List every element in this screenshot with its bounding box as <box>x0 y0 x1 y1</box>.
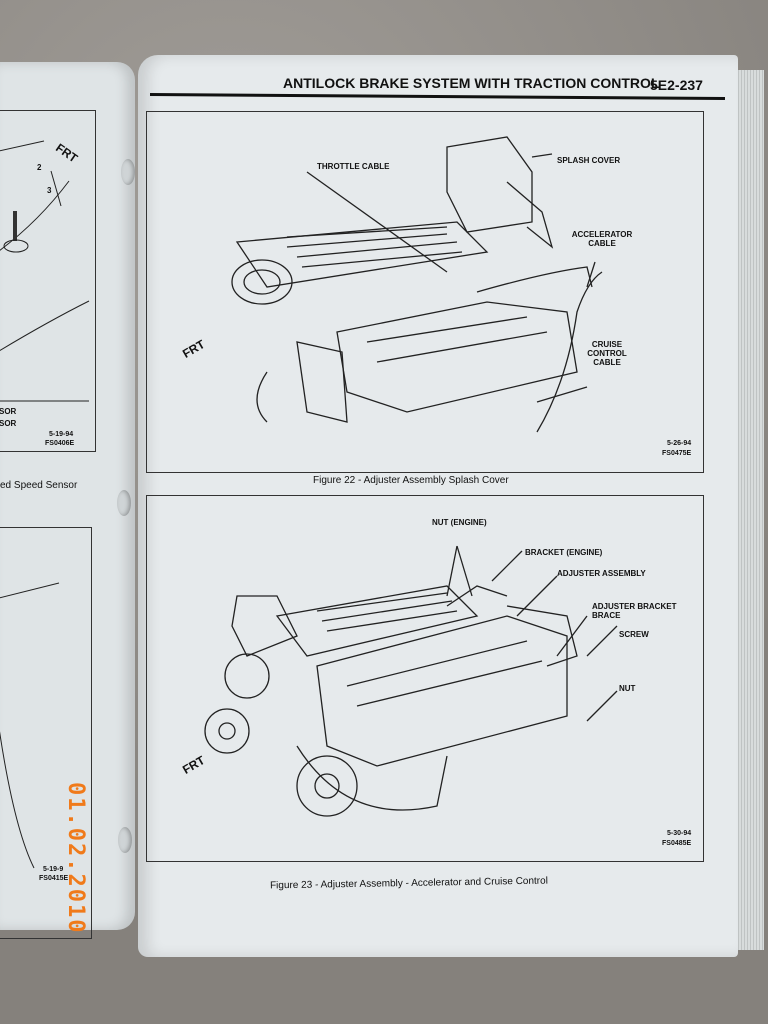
label-cruise-control-cable: CRUISE CONTROL CABLE <box>587 340 627 367</box>
left-caption: ed Speed Sensor <box>0 480 78 491</box>
left-page: 2 3 FRT SOR SOR 5-19-94 FS0406E ed Speed… <box>0 62 135 939</box>
figure-22-caption: Figure 22 - Adjuster Assembly Splash Cov… <box>313 475 509 486</box>
binder-hole <box>117 490 131 516</box>
label-splash-cover: SPLASH COVER <box>557 156 621 165</box>
label-nut-engine: NUT (ENGINE) <box>432 518 487 527</box>
figure-code: FS0485E <box>662 840 692 847</box>
label-throttle-cable: THROTTLE CABLE <box>317 162 390 171</box>
left-figure-top: 2 3 FRT SOR SOR 5-19-94 FS0406E <box>0 110 96 452</box>
figure-code: FS0406E <box>45 440 75 447</box>
legend-item: SOR <box>0 407 17 416</box>
section-title: ANTILOCK BRAKE SYSTEM WITH TRACTION CONT… <box>283 75 660 91</box>
page-number: 5E2-237 <box>650 77 703 93</box>
figure-23-caption: Figure 23 - Adjuster Assembly - Accelera… <box>269 875 548 892</box>
figure-date: 5-19-9 <box>43 866 64 873</box>
figure-date: 5-26-94 <box>667 440 692 447</box>
left-drawing <box>0 582 60 869</box>
label-nut: NUT <box>619 684 636 693</box>
label-bracket-engine: BRACKET (ENGINE) <box>525 548 603 557</box>
callout-2: 2 <box>37 163 42 172</box>
date-stamp: 01.02.2010 <box>63 782 88 935</box>
left-figure-bottom: 5-19-9 FS0415E <box>0 527 92 939</box>
speed-sensor-drawing <box>0 140 90 402</box>
figure-code: FS0415E <box>39 875 69 882</box>
figure-date: 5-19-94 <box>49 431 74 438</box>
label-adjuster-bracket-brace: ADJUSTER BRACKET BRACE <box>592 602 677 620</box>
figure-code: FS0475E <box>662 450 692 457</box>
engine-splash-cover-drawing <box>231 136 603 433</box>
binder-hole <box>121 159 135 185</box>
figure-date: 5-30-94 <box>667 830 692 837</box>
label-accelerator-cable: ACCELERATOR CABLE <box>571 230 633 248</box>
manual-page: ANTILOCK BRAKE SYSTEM WITH TRACTION CONT… <box>138 55 738 957</box>
header-rule <box>149 92 726 101</box>
figure-23: NUT (ENGINE) BRACKET (ENGINE) ADJUSTER A… <box>146 495 704 862</box>
page-edges <box>736 70 764 950</box>
callout-3: 3 <box>47 186 52 195</box>
binder-hole <box>118 827 132 853</box>
legend-item: SOR <box>0 419 17 428</box>
label-screw: SCREW <box>619 630 649 639</box>
label-adjuster-assembly: ADJUSTER ASSEMBLY <box>557 569 646 578</box>
figure-22: THROTTLE CABLE SPLASH COVER ACCELERATOR … <box>146 111 704 473</box>
engine-adjuster-assembly-drawing <box>204 545 618 817</box>
